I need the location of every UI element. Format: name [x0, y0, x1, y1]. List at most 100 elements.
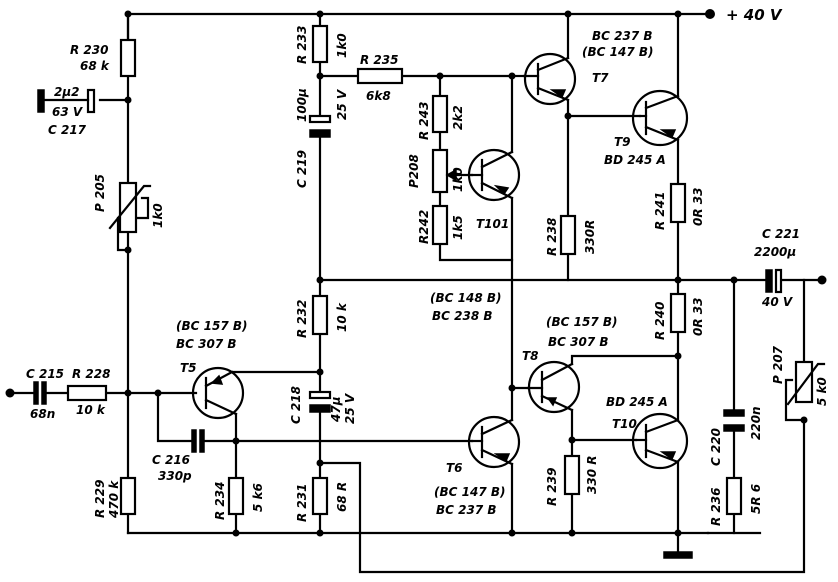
- junction-dot: [568, 436, 576, 444]
- junction-dot: [674, 276, 682, 284]
- wire-c216-loop: [156, 391, 194, 443]
- t10-body: [631, 412, 689, 470]
- t10-emitter-lead: [644, 448, 680, 464]
- junction-dot: [232, 437, 240, 445]
- capacitor-c216-plate-right: [199, 429, 205, 453]
- c217-voltage: 63 V: [52, 105, 84, 119]
- t5-arrow-icon: [210, 374, 224, 385]
- t5-alt-type: (BC 157 B): [176, 319, 247, 333]
- t9-collector-lead: [644, 94, 680, 110]
- r241-value: 0R 33: [691, 188, 705, 226]
- transistor-t6: [467, 415, 521, 469]
- r241-ref: R 241: [653, 192, 667, 230]
- p207-trim-icon: [786, 362, 826, 406]
- c221-voltage: 40 V: [761, 295, 794, 309]
- junction-dots: [5, 9, 827, 537]
- p208-value: 1k0: [451, 167, 465, 192]
- r234-ref: R 234: [213, 482, 227, 520]
- p205-value: 1k0: [151, 203, 165, 228]
- t9-ref: T9: [614, 135, 631, 149]
- r234-value: 5 k6: [251, 483, 265, 512]
- transistors: [191, 52, 689, 470]
- t5-body: [191, 366, 245, 420]
- capacitor-c218-plate-bottom: [309, 404, 331, 413]
- transistor-t10: [631, 412, 689, 470]
- output-terminal: [817, 275, 827, 285]
- t6-ref: T6: [446, 461, 463, 475]
- t8-arrow-icon: [546, 397, 558, 407]
- capacitor-c215-plate-right: [41, 381, 47, 405]
- t6-collector-lead: [480, 418, 514, 436]
- t6-arrow-icon: [493, 453, 511, 463]
- supply-label: + 40 V: [726, 6, 783, 24]
- t7-collector-lead: [536, 56, 570, 72]
- c220-value: 220n: [749, 406, 763, 440]
- junction-dot: [124, 246, 132, 254]
- c219-voltage: 25 V: [335, 88, 349, 120]
- junction-dot: [730, 276, 738, 284]
- wire-p207-wiper: [784, 378, 806, 422]
- potentiometer-p208: [431, 148, 449, 194]
- junction-dot: [316, 459, 324, 467]
- t8-collector-lead: [540, 362, 574, 382]
- transistor-t9: [631, 89, 689, 147]
- r236-ref: R 236: [709, 488, 723, 526]
- capacitor-c216-plate-left: [191, 429, 197, 453]
- junction-dot: [124, 96, 132, 104]
- capacitor-c219-plate-top: [308, 114, 332, 124]
- junction-dot: [564, 10, 572, 18]
- junction-dot: [508, 384, 516, 392]
- t7-ref: T7: [592, 71, 609, 85]
- r233-ref: R 233: [295, 26, 309, 64]
- t101-ref: T101: [476, 217, 509, 231]
- input-terminal: [5, 388, 15, 398]
- t9-emitter-lead: [644, 125, 680, 142]
- t101-collector-lead: [480, 150, 514, 169]
- junction-dot: [232, 529, 240, 537]
- resistor-r238: [559, 214, 577, 256]
- wire-feedback: [318, 418, 806, 574]
- resistor-r228: [66, 384, 108, 402]
- r229-ref: R 229: [93, 480, 107, 518]
- junction-dot: [316, 10, 324, 18]
- transistor-t7: [522, 52, 577, 106]
- junction-dot: [316, 368, 324, 376]
- c217-value: 2µ2: [54, 85, 80, 99]
- junction-dot: [316, 529, 324, 537]
- c219-ref: C 219: [295, 150, 309, 188]
- p205-trim-icon: [108, 184, 152, 230]
- t10-collector-lead: [644, 418, 680, 434]
- p208-ref: P208: [407, 154, 421, 188]
- resistor-r243: [431, 94, 449, 134]
- junction-dot: [316, 276, 324, 284]
- r232-ref: R 232: [295, 300, 309, 338]
- resistor-r233: [311, 24, 329, 64]
- resistor-r232: [311, 294, 329, 336]
- capacitor-c218-plate-top: [308, 390, 332, 400]
- r238-value: 330R: [583, 220, 597, 254]
- junction-dot: [436, 72, 444, 80]
- c218-voltage: 25 V: [343, 392, 357, 424]
- t10-ref: T10: [612, 417, 637, 431]
- capacitor-c219-plate-bottom: [309, 129, 331, 138]
- t10-arrow-icon: [659, 451, 677, 461]
- c221-value: 2200µ: [754, 245, 796, 259]
- r236-value: 5R 6: [749, 484, 763, 514]
- junction-dot: [800, 416, 808, 424]
- t8-type: BC 307 B: [548, 335, 609, 349]
- junction-dot: [124, 10, 132, 18]
- c219-value: 100µ: [295, 88, 309, 122]
- resistor-r231: [311, 476, 329, 516]
- t5-type: BC 307 B: [176, 337, 237, 351]
- t7-type: BC 237 B: [592, 29, 653, 43]
- ground-icon: [663, 551, 693, 559]
- t7-emitter-lead: [536, 86, 570, 102]
- r240-value: 0R 33: [691, 298, 705, 336]
- capacitors: [33, 88, 783, 453]
- junction-dot: [674, 10, 682, 18]
- capacitor-c221-plate-left: [765, 269, 773, 293]
- transistor-t5: [191, 366, 245, 420]
- t101-arrow-icon: [493, 184, 510, 196]
- c216-value: 330p: [158, 469, 192, 483]
